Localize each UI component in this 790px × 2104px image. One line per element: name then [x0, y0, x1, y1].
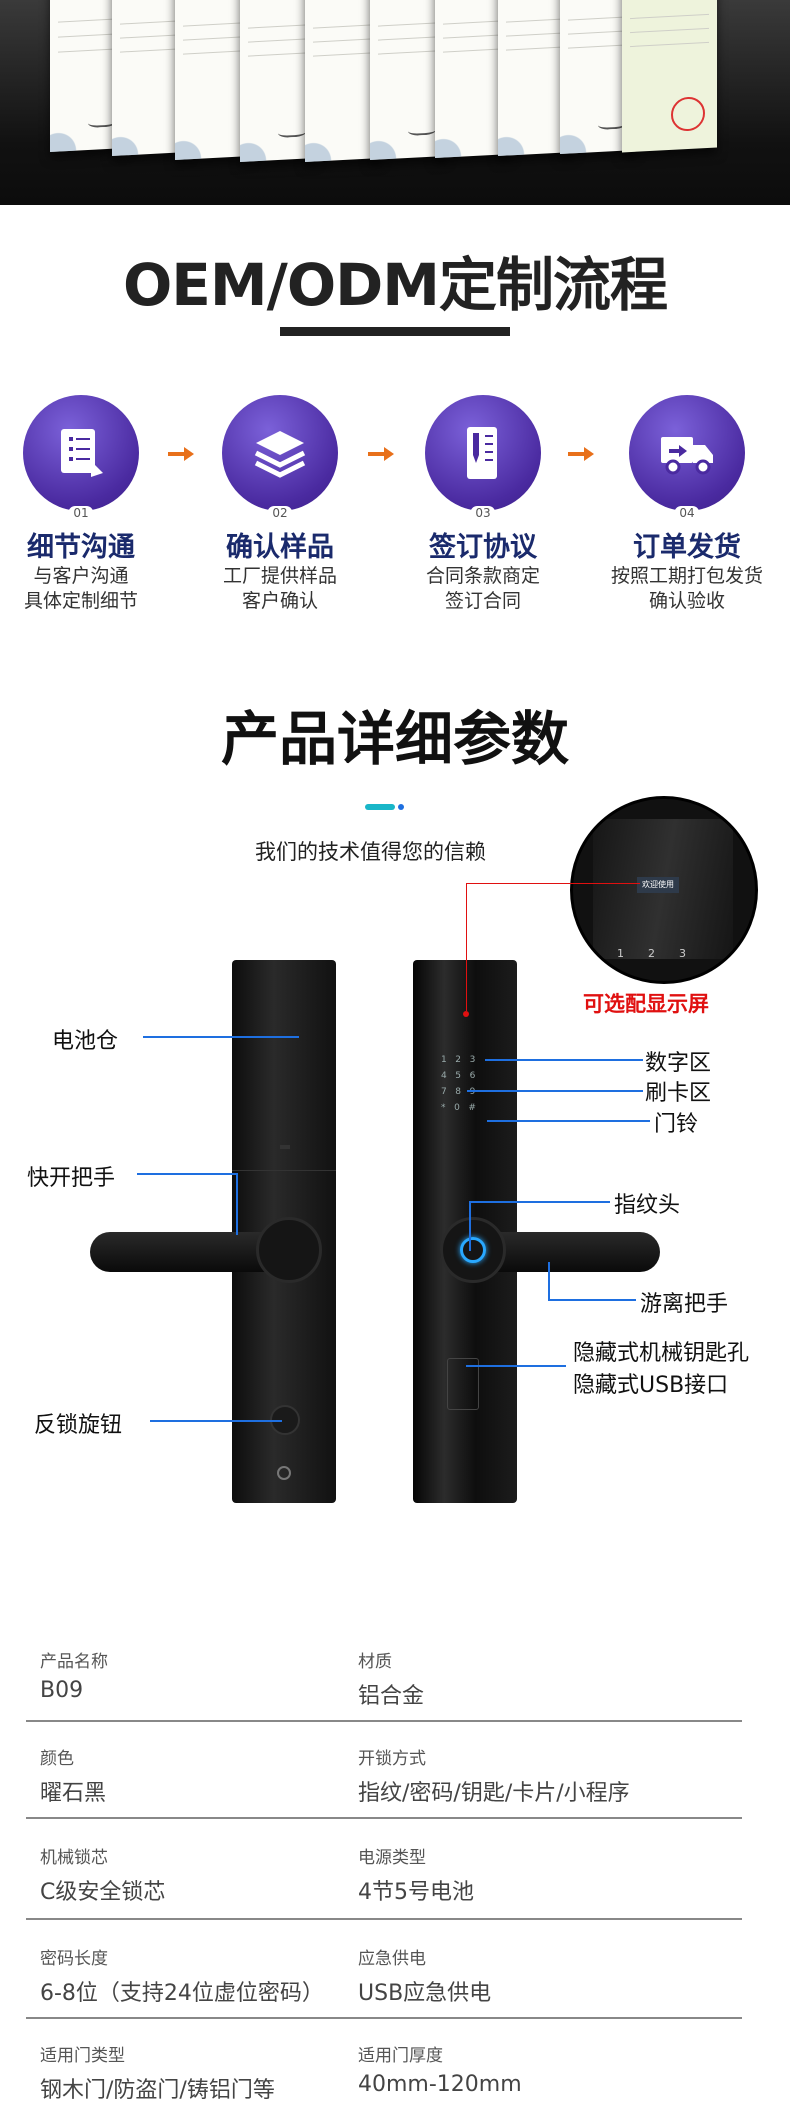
spec-value: 铝合金 [358, 1684, 425, 1709]
step-number: 04 [674, 506, 700, 520]
spec-label: 电源类型 [358, 1848, 426, 1868]
arrow-right-icon [368, 447, 394, 461]
process-step: 03 签订协议 合同条款商定 签订合同 [393, 395, 573, 614]
certificate-banner [0, 0, 790, 205]
certificate-image [622, 0, 717, 153]
step-circle: 01 [23, 395, 139, 520]
red-line [466, 883, 467, 1011]
callout-line [470, 1201, 610, 1203]
step-desc-line1: 按照工期打包发货 [610, 565, 763, 587]
step-number: 02 [267, 506, 293, 520]
spec-row: 机械锁芯 C级安全锁芯 电源类型 4节5号电池 [26, 1819, 742, 1920]
step-desc-line1: 工厂提供样品 [222, 565, 337, 587]
callout-line [487, 1120, 650, 1122]
front-handle-hub [440, 1217, 506, 1283]
spec-value: 指纹/密码/钥匙/卡片/小程序 [358, 1781, 630, 1806]
decorative-dots [365, 804, 404, 810]
step-name: 签订协议 [429, 532, 537, 563]
step-name: 订单发货 [633, 532, 741, 563]
arrow-right-icon [568, 447, 594, 461]
process-step: 02 确认样品 工厂提供样品 客户确认 [190, 395, 370, 614]
step-desc-line2: 具体定制细节 [23, 590, 138, 612]
arrow-right-icon [168, 447, 194, 461]
keyhole-cover [447, 1358, 479, 1410]
spec-label: 适用门类型 [40, 2046, 125, 2066]
spec-label: 产品名称 [40, 1652, 108, 1672]
callout-line [236, 1173, 238, 1235]
callout-line [548, 1262, 550, 1300]
contract-ruler-icon [467, 427, 497, 479]
spec-label: 应急供电 [358, 1949, 426, 1969]
oem-section-title: OEM/ODM定制流程 [123, 251, 668, 319]
red-line [466, 883, 640, 884]
callout-hidden-usb: 隐藏式USB接口 [573, 1373, 729, 1398]
spec-value: B09 [40, 1678, 84, 1703]
spec-row: 密码长度 6-8位（支持24位虚位密码） 应急供电 USB应急供电 [26, 1920, 742, 2019]
step-desc-line1: 合同条款商定 [425, 565, 540, 587]
spec-label: 颜色 [40, 1749, 74, 1769]
spec-row: 适用门类型 钢木门/防盗门/铸铝门等 适用门厚度 40mm-120mm [26, 2017, 742, 2103]
params-section-title: 产品详细参数 [220, 705, 569, 773]
spec-value: 曜石黑 [40, 1781, 107, 1806]
callout-line [137, 1173, 237, 1175]
callout-line [485, 1059, 643, 1061]
step-desc-line2: 客户确认 [241, 590, 318, 612]
display-point [463, 1011, 469, 1017]
step-name: 确认样品 [226, 532, 334, 563]
optional-display-label: 可选配显示屏 [583, 992, 709, 1016]
step-circle: 04 [629, 395, 745, 520]
callout-digits: 数字区 [645, 1051, 712, 1076]
step-desc-line1: 与客户沟通 [33, 565, 129, 587]
callout-quick-handle: 快开把手 [27, 1166, 116, 1191]
spec-label: 材质 [358, 1652, 392, 1672]
params-subtitle: 我们的技术值得您的信赖 [255, 840, 486, 864]
display-screen: 欢迎使用 [637, 877, 679, 893]
spec-label: 开锁方式 [358, 1749, 426, 1769]
callout-line [469, 1201, 471, 1251]
callout-line [467, 1090, 643, 1092]
callout-card: 刷卡区 [645, 1081, 712, 1106]
spec-row: 颜色 曜石黑 开锁方式 指纹/密码/钥匙/卡片/小程序 [26, 1720, 742, 1819]
spec-value: 钢木门/防盗门/铸铝门等 [40, 2078, 275, 2103]
display-zoom: 欢迎使用 123 [570, 796, 758, 984]
delivery-truck-icon [661, 437, 713, 475]
step-circle: 03 [425, 395, 541, 520]
spec-row: 产品名称 B09 材质 铝合金 [26, 1623, 742, 1722]
callout-line [548, 1299, 636, 1301]
step-name: 细节沟通 [27, 532, 135, 563]
spec-label: 机械锁芯 [40, 1848, 108, 1868]
callout-doorbell: 门铃 [654, 1112, 699, 1137]
spec-label: 密码长度 [40, 1949, 108, 1969]
process-step: 04 订单发货 按照工期打包发货 确认验收 [597, 395, 777, 614]
callout-knob: 反锁旋钮 [34, 1413, 123, 1438]
spec-value: C级安全锁芯 [40, 1880, 166, 1905]
step-number: 01 [68, 506, 94, 520]
step-desc-line2: 确认验收 [648, 590, 725, 612]
callout-free-handle: 游离把手 [640, 1292, 729, 1317]
document-list-icon [61, 429, 103, 477]
back-handle-hub [256, 1217, 322, 1283]
callout-line [150, 1420, 282, 1422]
step-circle: 02 [222, 395, 338, 520]
callout-fingerprint: 指纹头 [614, 1193, 681, 1218]
title-underline [280, 327, 510, 336]
step-number: 03 [470, 506, 496, 520]
layers-icon [254, 431, 306, 478]
callout-line [466, 1365, 566, 1367]
callout-hidden-key: 隐藏式机械钥匙孔 [573, 1341, 750, 1366]
spec-value: USB应急供电 [358, 1981, 492, 2006]
fingerprint-sensor [460, 1237, 486, 1263]
spec-value: 6-8位（支持24位虚位密码） [40, 1981, 324, 2006]
callout-battery: 电池仓 [52, 1029, 119, 1054]
spec-value: 40mm-120mm [358, 2072, 522, 2097]
spec-label: 适用门厚度 [358, 2046, 443, 2066]
step-desc-line2: 签订合同 [444, 590, 521, 612]
spec-value: 4节5号电池 [358, 1880, 474, 1905]
callout-line [143, 1036, 299, 1038]
process-step: 01 细节沟通 与客户沟通 具体定制细节 [0, 395, 171, 614]
